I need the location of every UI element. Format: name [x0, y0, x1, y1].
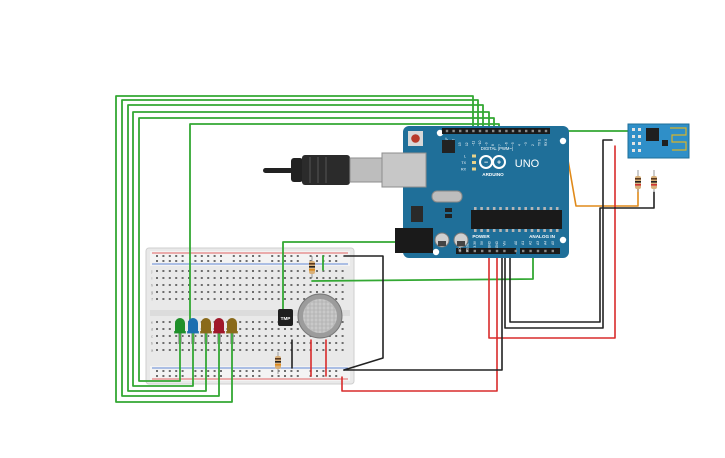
power-header	[456, 248, 516, 254]
usb-cable	[263, 155, 383, 185]
resistor-sensor	[309, 256, 315, 278]
esp8266-module[interactable]	[627, 123, 690, 159]
power-jack	[395, 228, 433, 253]
pin-label: TX 1	[537, 139, 541, 146]
esp-pin-header	[632, 128, 641, 152]
pin-label: Vin	[502, 241, 506, 246]
analog-label: ANALOG IN	[529, 234, 555, 239]
pin-label: ~9	[485, 142, 489, 146]
wire-green-pin11	[127, 104, 484, 392]
wire-green-sense	[311, 251, 534, 282]
row-label: f	[151, 297, 153, 302]
crystal	[431, 190, 463, 203]
resistor-esp-1	[635, 170, 641, 192]
row-label: j	[151, 269, 153, 274]
wire-black-rail	[343, 251, 503, 371]
pin-label: A1	[521, 241, 525, 245]
pin-label: 8	[491, 144, 495, 146]
wire-red-breadboard	[341, 251, 498, 392]
svg-text:−: −	[484, 160, 488, 167]
pin-label: RESET	[465, 241, 469, 252]
tmp-sensor[interactable]: TMP	[278, 309, 293, 326]
pin-label: GND	[488, 240, 492, 248]
row-label: g	[151, 290, 153, 295]
status-led-label: L	[464, 154, 466, 158]
row-label: a	[151, 348, 154, 353]
row-label: e	[151, 320, 154, 325]
led-yellow[interactable]	[200, 318, 212, 344]
led-yellow-2[interactable]	[226, 318, 238, 344]
usb-socket	[381, 152, 427, 188]
wire-black-gnd	[504, 139, 613, 329]
usb-chip	[442, 140, 455, 153]
wire-black-breadboard	[343, 255, 384, 371]
pin-label: 12	[465, 142, 469, 146]
wire-black-gnd-2	[509, 191, 655, 323]
board-brand: ARDUINO	[482, 172, 504, 177]
power-label: POWER	[472, 234, 490, 239]
pin-label: RX 0	[544, 139, 548, 146]
row-label: b	[151, 341, 154, 346]
row-label: h	[151, 283, 153, 288]
row-label: c	[151, 334, 153, 339]
arduino-logo: − +	[479, 155, 506, 169]
svg-text:+: +	[497, 160, 501, 167]
pin-label: A2	[529, 241, 533, 245]
pin-label: 7	[498, 144, 502, 146]
pin-label: A5	[551, 241, 555, 245]
pin-label: ~6	[504, 142, 508, 146]
pin-label: GND	[495, 240, 499, 248]
pin-label: 5V	[480, 240, 484, 245]
status-led-label: RX	[461, 167, 467, 171]
analog-header	[520, 248, 560, 254]
atmega-chip	[471, 210, 562, 229]
pin-label: A3	[536, 241, 540, 245]
pin-label: 3.3V	[473, 240, 477, 247]
pin-label: ~11	[471, 141, 475, 146]
digital-header	[442, 128, 550, 134]
board-model: UNO	[515, 158, 540, 170]
status-leds: L TX RX	[461, 154, 476, 171]
pin-label: 4	[518, 144, 522, 146]
tmp-sensor-label: TMP	[281, 316, 291, 321]
row-label: i	[152, 276, 153, 281]
pin-label: 2	[531, 144, 535, 146]
pin-label: ~10	[478, 140, 482, 146]
pin-label: A4	[543, 241, 547, 245]
wire-red-5v	[488, 145, 616, 339]
led-green[interactable]	[174, 318, 186, 344]
pin-label: ~5	[511, 142, 515, 146]
resistor-esp-2	[651, 170, 657, 192]
wire-green-pin10	[132, 111, 490, 387]
led-row	[174, 318, 238, 344]
digital-header-label: DIGITAL (PWM~)	[481, 146, 514, 151]
led-blue[interactable]	[187, 318, 199, 344]
wire-green-pin13	[115, 95, 474, 403]
gas-sensor[interactable]	[297, 293, 343, 339]
row-label: d	[151, 327, 153, 332]
gas-sensor-mesh	[303, 299, 337, 333]
pin-label: ~3	[524, 142, 528, 146]
status-led-label: TX	[461, 161, 466, 165]
regulator	[411, 206, 423, 222]
pin-label: 13	[458, 142, 462, 146]
led-red[interactable]	[213, 318, 225, 344]
wire-green-pin9	[138, 117, 495, 382]
pin-label: A0	[514, 241, 518, 245]
resistor-tmp	[275, 352, 281, 374]
